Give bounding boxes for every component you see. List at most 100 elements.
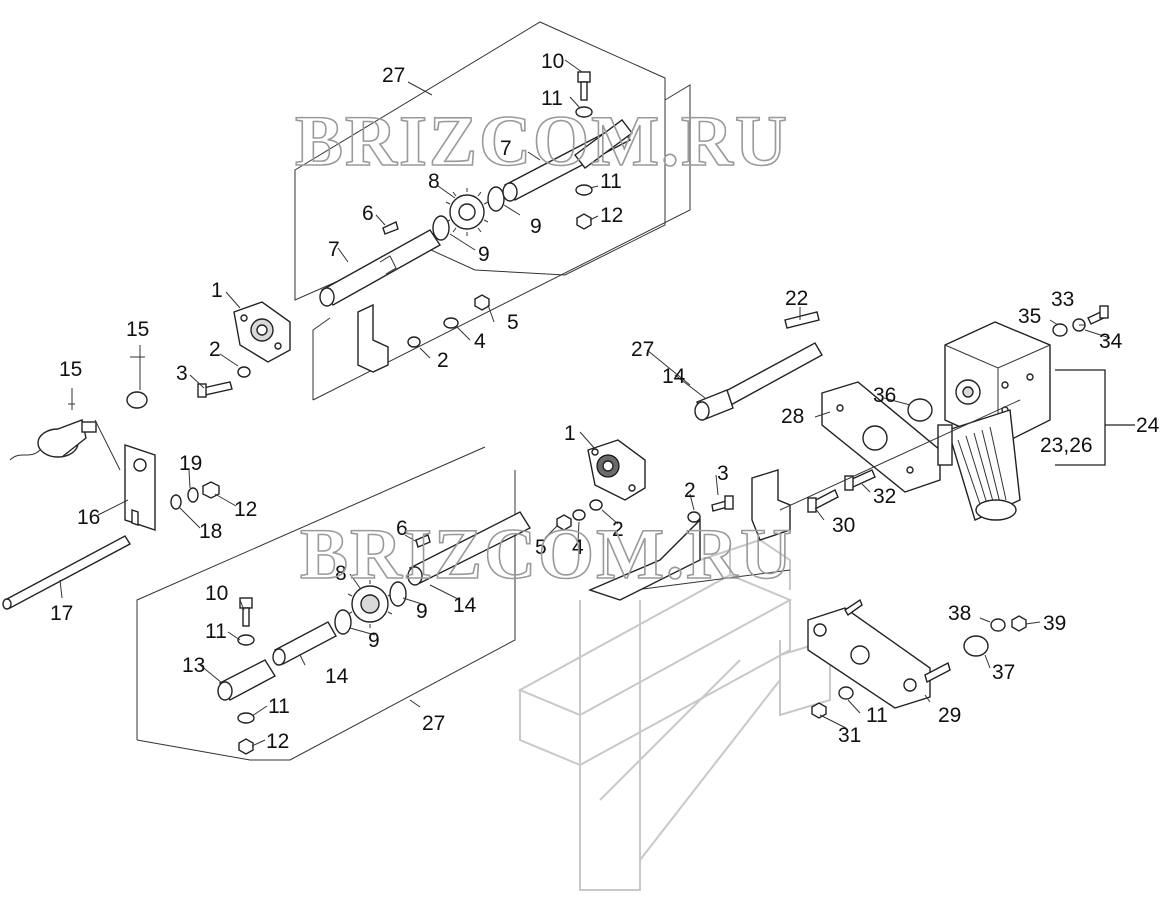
watermark-bottom: BRIZCOM.RU xyxy=(300,514,794,594)
callout-30: 30 xyxy=(832,514,855,537)
callout-38: 38 xyxy=(948,602,971,625)
flange-bearing-1-upper xyxy=(233,301,291,363)
callout-33: 33 xyxy=(1051,288,1074,311)
shaft-14-small xyxy=(272,621,337,666)
callout-4b: 4 xyxy=(572,536,584,559)
callout-8b: 8 xyxy=(335,562,347,585)
washer-4a xyxy=(443,317,459,329)
callout-14c: 14 xyxy=(325,665,349,688)
callout-11e: 11 xyxy=(866,704,888,727)
callout-27c: 27 xyxy=(422,712,445,735)
shaft-7-lower xyxy=(319,229,442,307)
plate-16 xyxy=(124,444,156,531)
callout-7a: 7 xyxy=(500,137,512,160)
nut-12c xyxy=(238,738,254,755)
rod-17 xyxy=(4,535,131,609)
key-6-upper xyxy=(382,221,399,235)
bolt-3a xyxy=(197,381,233,398)
callout-15a: 15 xyxy=(126,318,149,341)
bolt-10-lower xyxy=(239,597,253,627)
callout-7b: 7 xyxy=(328,238,340,261)
ring-9c xyxy=(389,581,407,607)
upper-assembly xyxy=(197,21,691,401)
callout-3b: 3 xyxy=(717,462,729,485)
nut-5a xyxy=(474,294,490,311)
shaft-14-lower xyxy=(407,511,532,586)
callout-11d: 11 xyxy=(268,695,290,718)
callout-24: 24 xyxy=(1136,414,1160,437)
callout-36: 36 xyxy=(873,384,896,407)
callout-39: 39 xyxy=(1043,612,1066,635)
callout-18: 18 xyxy=(199,520,222,543)
sensor-assembly xyxy=(2,356,220,610)
callout-labels: 27 10 11 7 8 11 9 12 6 7 9 1 5 4 2 2 3 1… xyxy=(50,50,1160,753)
callout-35: 35 xyxy=(1018,305,1041,328)
sensor-15 xyxy=(37,419,97,458)
screw-30 xyxy=(807,489,839,513)
callout-14a: 14 xyxy=(662,365,686,388)
bracket-middle xyxy=(751,469,791,541)
callout-9d: 9 xyxy=(368,629,380,652)
callout-9a: 9 xyxy=(530,215,542,238)
ring-9a xyxy=(432,215,450,241)
bush-37 xyxy=(963,635,989,657)
callout-11b: 11 xyxy=(600,170,622,193)
bush-36 xyxy=(907,398,933,422)
washer-19 xyxy=(187,487,199,503)
callout-13: 13 xyxy=(182,654,205,677)
callout-34: 34 xyxy=(1099,330,1123,353)
washer-2a xyxy=(237,366,251,378)
callout-11c: 11 xyxy=(205,620,227,643)
callout-2d: 2 xyxy=(612,518,624,541)
callout-11a: 11 xyxy=(541,87,563,110)
callout-27b: 27 xyxy=(631,338,654,361)
gearmotor-24 xyxy=(944,321,1051,446)
callout-3a: 3 xyxy=(176,362,188,385)
nut-39 xyxy=(1011,615,1027,632)
watermark-top: BRIZCOM.RU xyxy=(295,101,789,181)
key-22 xyxy=(784,311,820,329)
plate-29 xyxy=(807,598,951,709)
callout-28: 28 xyxy=(781,405,804,428)
callout-29: 29 xyxy=(938,704,961,727)
washer-18 xyxy=(170,494,182,510)
callout-15b: 15 xyxy=(59,358,82,381)
shaft-14-long xyxy=(694,342,823,421)
screw-33 xyxy=(1087,305,1109,325)
callout-1a: 1 xyxy=(211,279,223,302)
callout-9c: 9 xyxy=(416,600,428,623)
callout-10a: 10 xyxy=(541,50,564,73)
leader-lines xyxy=(59,59,1111,747)
washer-35 xyxy=(1052,323,1068,337)
nut-15b xyxy=(126,391,148,409)
key-6-lower xyxy=(415,534,431,548)
callout-5b: 5 xyxy=(535,536,547,559)
screw-32 xyxy=(844,469,876,491)
callout-6a: 6 xyxy=(362,202,374,225)
nut-12b xyxy=(202,481,220,499)
callout-8a: 8 xyxy=(428,170,440,193)
callout-12b: 12 xyxy=(234,498,257,521)
washer-11a xyxy=(575,106,593,118)
callout-6b: 6 xyxy=(396,517,408,540)
bolt-3b xyxy=(711,495,734,512)
nut-12a xyxy=(576,213,592,230)
washer-2b xyxy=(407,336,421,348)
lower-assembly xyxy=(136,439,791,761)
nut-31 xyxy=(811,702,827,719)
callout-10b: 10 xyxy=(205,582,228,605)
callout-27a: 27 xyxy=(382,64,405,87)
washer-11d xyxy=(237,712,255,724)
flange-bearing-1-lower xyxy=(587,439,646,501)
callout-16: 16 xyxy=(77,506,100,529)
sprocket-8-upper xyxy=(445,188,489,236)
washer-11e xyxy=(838,686,854,700)
callout-9b: 9 xyxy=(478,243,490,266)
bracket-plate-upper xyxy=(357,303,389,373)
callout-32: 32 xyxy=(873,485,896,508)
ring-9d xyxy=(334,609,352,635)
washer-2c xyxy=(589,499,603,511)
callout-2b: 2 xyxy=(437,349,449,372)
bracket-lower xyxy=(588,518,701,601)
